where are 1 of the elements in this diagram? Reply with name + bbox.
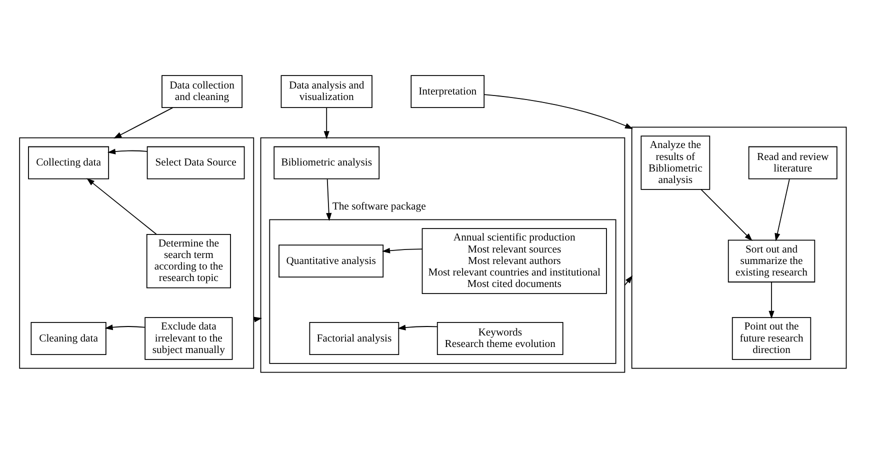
edge-label: The software package: [332, 200, 426, 212]
